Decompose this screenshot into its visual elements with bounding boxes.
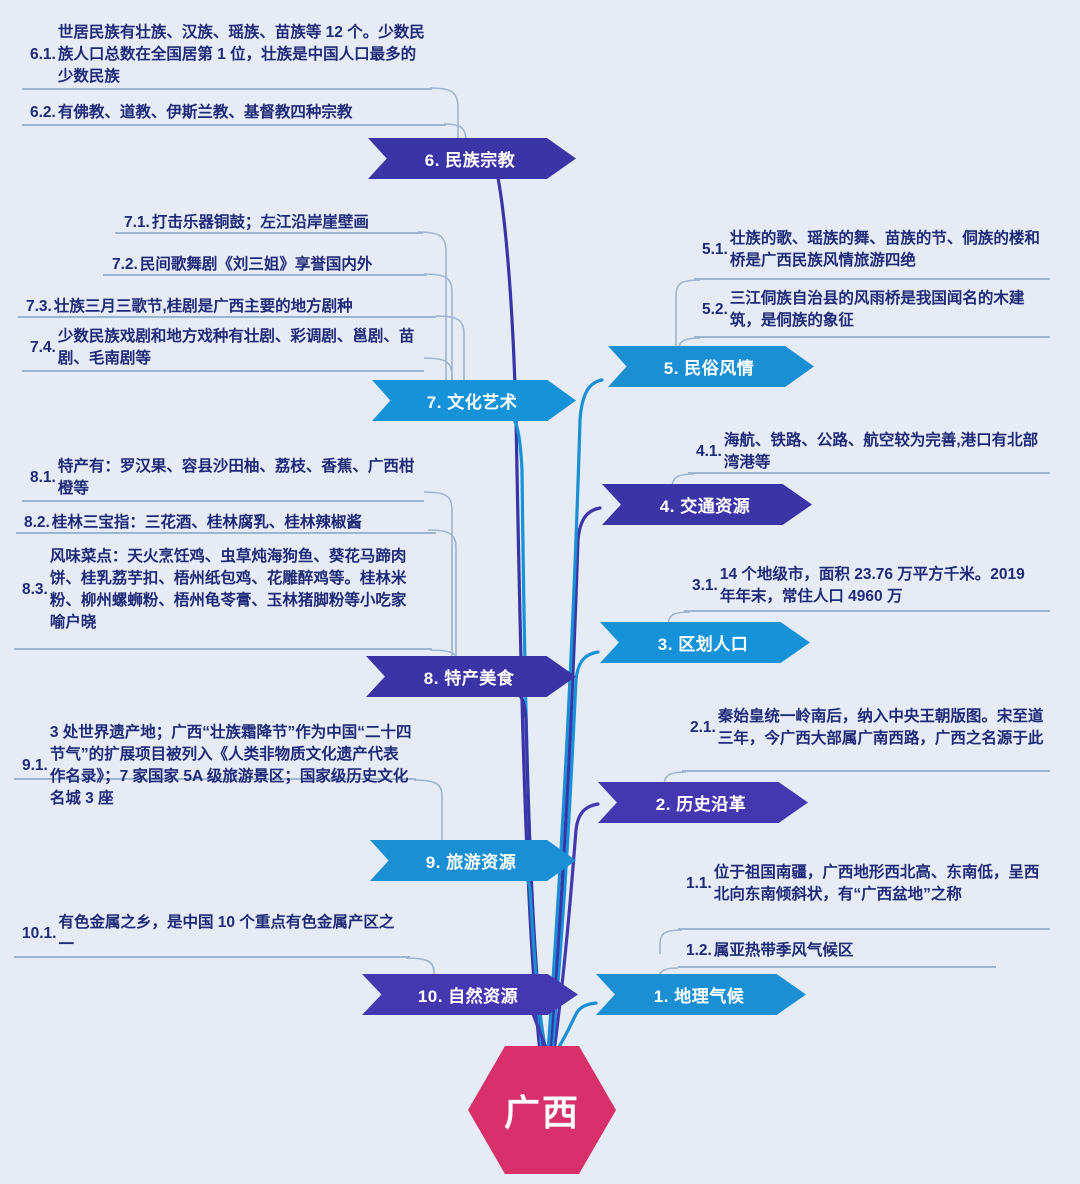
sub-item-text: 壮族三月三歌节,桂剧是广西主要的地方剧种 (53, 298, 353, 315)
sub-item-text: 有色金属之乡，是中国 10 个重点有色金属产区之一 (58, 914, 395, 953)
sub-item-number: 7.3. (26, 298, 52, 315)
sub-item-rule (115, 232, 423, 234)
branch-node-7[interactable]: 7. 文化艺术 (372, 380, 576, 421)
sub-item-7-1[interactable]: 7.1. 打击乐器铜鼓；左江沿岸崖壁画 (124, 212, 424, 234)
central-node-label: 广西 (503, 1092, 580, 1133)
sub-item-1-2[interactable]: 1.2. 属亚热带季风气候区 (686, 940, 986, 962)
sub-item-text: 风味菜点：天火烹饪鸡、虫草炖海狗鱼、葵花马蹄肉饼、桂乳荔芋扣、梧州纸包鸡、花雕醉… (49, 548, 407, 631)
sub-item-text: 3 处世界遗产地；广西“壮族霜降节”作为中国“二十四节气”的扩展项目被列入《人类… (49, 724, 412, 807)
sub-item-7-2[interactable]: 7.2. 民间歌舞剧《刘三姐》享誉国内外 (112, 254, 427, 276)
sub-item-text: 少数民族戏剧和地方戏种有壮剧、彩调剧、邕剧、苗剧、毛南剧等 (57, 328, 415, 367)
sub-item-rule (14, 778, 416, 780)
sub-item-rule (22, 124, 446, 126)
branch-node-9[interactable]: 9. 旅游资源 (370, 840, 576, 881)
branch-label: 4. 交通资源 (659, 497, 751, 516)
sub-item-rule (14, 648, 432, 650)
sub-item-number: 2.1. (690, 719, 716, 736)
branch-label: 8. 特产美食 (423, 669, 515, 688)
branch-node-2[interactable]: 2. 历史沿革 (598, 782, 808, 823)
sub-item-rule (682, 770, 1050, 772)
sub-item-4-1[interactable]: 4.1. 海航、铁路、公路、航空较为完善,港口有北部湾港等 (696, 430, 1046, 474)
sub-item-number: 8.1. (30, 469, 56, 486)
sub-item-number: 4.1. (696, 443, 722, 460)
sub-item-5-2[interactable]: 5.2. 三江侗族自治县的风雨桥是我国闻名的木建筑，是侗族的象征 (702, 288, 1044, 332)
sub-item-8-1[interactable]: 8.1. 特产有：罗汉果、容县沙田柚、荔枝、香蕉、广西柑橙等 (30, 456, 420, 500)
sub-item-1-1[interactable]: 1.1. 位于祖国南疆，广西地形西北高、东南低，呈西北向东南倾斜状，有“广西盆地… (686, 862, 1044, 906)
sub-item-number: 5.1. (702, 241, 728, 258)
sub-item-rule (18, 316, 436, 318)
sub-item-text: 14 个地级市，面积 23.76 万平方千米。2019 年年末，常住人口 496… (719, 566, 1025, 605)
sub-item-8-2[interactable]: 8.2. 桂林三宝指：三花酒、桂林腐乳、桂林辣椒酱 (24, 512, 432, 534)
sub-item-9-1[interactable]: 9.1. 3 处世界遗产地；广西“壮族霜降节”作为中国“二十四节气”的扩展项目被… (22, 722, 412, 810)
branch-label: 10. 自然资源 (417, 987, 519, 1006)
sub-item-number: 10.1. (22, 925, 57, 942)
branch-label: 6. 民族宗教 (424, 151, 516, 170)
sub-item-text: 有佛教、道教、伊斯兰教、基督教四种宗教 (57, 104, 353, 121)
sub-item-number: 7.1. (124, 214, 150, 231)
sub-item-3-1[interactable]: 3.1. 14 个地级市，面积 23.76 万平方千米。2019 年年末，常住人… (692, 564, 1044, 608)
sub-item-number: 1.1. (686, 875, 712, 892)
branch-node-10[interactable]: 10. 自然资源 (362, 974, 578, 1015)
sub-item-number: 7.2. (112, 256, 138, 273)
sub-item-text: 桂林三宝指：三花酒、桂林腐乳、桂林辣椒酱 (51, 514, 362, 531)
sub-item-text: 壮族的歌、瑶族的舞、苗族的节、侗族的楼和桥是广西民族风情旅游四绝 (729, 230, 1040, 269)
sub-item-text: 特产有：罗汉果、容县沙田柚、荔枝、香蕉、广西柑橙等 (57, 458, 415, 497)
sub-item-5-1[interactable]: 5.1. 壮族的歌、瑶族的舞、苗族的节、侗族的楼和桥是广西民族风情旅游四绝 (702, 228, 1044, 272)
sub-item-rule (678, 966, 996, 968)
sub-item-rule (22, 88, 432, 90)
sub-item-rule (22, 500, 424, 502)
sub-item-text: 海航、铁路、公路、航空较为完善,港口有北部湾港等 (723, 432, 1039, 471)
branch-label: 5. 民俗风情 (663, 359, 755, 378)
branch-node-5[interactable]: 5. 民俗风情 (608, 346, 814, 387)
branch-label: 1. 地理气候 (653, 987, 745, 1006)
sub-item-6-1[interactable]: 6.1. 世居民族有壮族、汉族、瑶族、苗族等 12 个。少数民族人口总数在全国居… (30, 22, 430, 88)
branch-label: 9. 旅游资源 (425, 853, 517, 872)
sub-item-7-3[interactable]: 7.3. 壮族三月三歌节,桂剧是广西主要的地方剧种 (26, 296, 431, 318)
sub-item-rule (694, 278, 1050, 280)
sub-item-rule (684, 610, 1050, 612)
branch-node-3[interactable]: 3. 区划人口 (600, 622, 810, 663)
branch-node-4[interactable]: 4. 交通资源 (602, 484, 812, 525)
sub-item-8-3[interactable]: 8.3. 风味菜点：天火烹饪鸡、虫草炖海狗鱼、葵花马蹄肉饼、桂乳荔芋扣、梧州纸包… (22, 546, 417, 634)
sub-item-6-2[interactable]: 6.2. 有佛教、道教、伊斯兰教、基督教四种宗教 (30, 102, 445, 124)
sub-item-number: 8.2. (24, 514, 50, 531)
sub-item-number: 6.2. (30, 104, 56, 121)
sub-item-text: 民间歌舞剧《刘三姐》享誉国内外 (139, 256, 373, 273)
sub-item-text: 秦始皇统一岭南后，纳入中央王朝版图。宋至道三年，今广西大部属广南西路，广西之名源… (717, 708, 1044, 747)
branch-label: 3. 区划人口 (657, 635, 749, 654)
sub-item-2-1[interactable]: 2.1. 秦始皇统一岭南后，纳入中央王朝版图。宋至道三年，今广西大部属广南西路，… (690, 706, 1046, 750)
branch-label: 2. 历史沿革 (655, 795, 747, 814)
sub-item-number: 5.2. (702, 301, 728, 318)
sub-item-rule (688, 472, 1050, 474)
sub-item-7-4[interactable]: 7.4. 少数民族戏剧和地方戏种有壮剧、彩调剧、邕剧、苗剧、毛南剧等 (30, 326, 420, 370)
branch-node-8[interactable]: 8. 特产美食 (366, 656, 576, 697)
sub-item-rule (103, 274, 427, 276)
sub-item-text: 三江侗族自治县的风雨桥是我国闻名的木建筑，是侗族的象征 (729, 290, 1025, 329)
sub-item-number: 8.3. (22, 581, 48, 598)
sub-item-number: 3.1. (692, 577, 718, 594)
sub-item-text: 位于祖国南疆，广西地形西北高、东南低，呈西北向东南倾斜状，有“广西盆地”之称 (713, 864, 1040, 903)
sub-item-number: 6.1. (30, 46, 56, 63)
branch-node-1[interactable]: 1. 地理气候 (596, 974, 806, 1015)
central-node[interactable]: 广西 (468, 1046, 616, 1174)
branch-node-6[interactable]: 6. 民族宗教 (368, 138, 576, 179)
sub-item-number: 1.2. (686, 942, 712, 959)
sub-item-text: 世居民族有壮族、汉族、瑶族、苗族等 12 个。少数民族人口总数在全国居第 1 位… (57, 24, 425, 85)
sub-item-text: 打击乐器铜鼓；左江沿岸崖壁画 (151, 214, 369, 231)
sub-item-rule (678, 928, 1050, 930)
sub-item-rule (16, 532, 436, 534)
sub-item-rule (14, 956, 410, 958)
sub-item-rule (694, 336, 1050, 338)
sub-item-rule (22, 370, 424, 372)
sub-item-text: 属亚热带季风气候区 (713, 942, 854, 959)
sub-item-number: 7.4. (30, 339, 56, 356)
sub-item-number: 9.1. (22, 757, 48, 774)
sub-item-10-1[interactable]: 10.1. 有色金属之乡，是中国 10 个重点有色金属产区之一 (22, 912, 407, 956)
branch-label: 7. 文化艺术 (426, 393, 518, 412)
